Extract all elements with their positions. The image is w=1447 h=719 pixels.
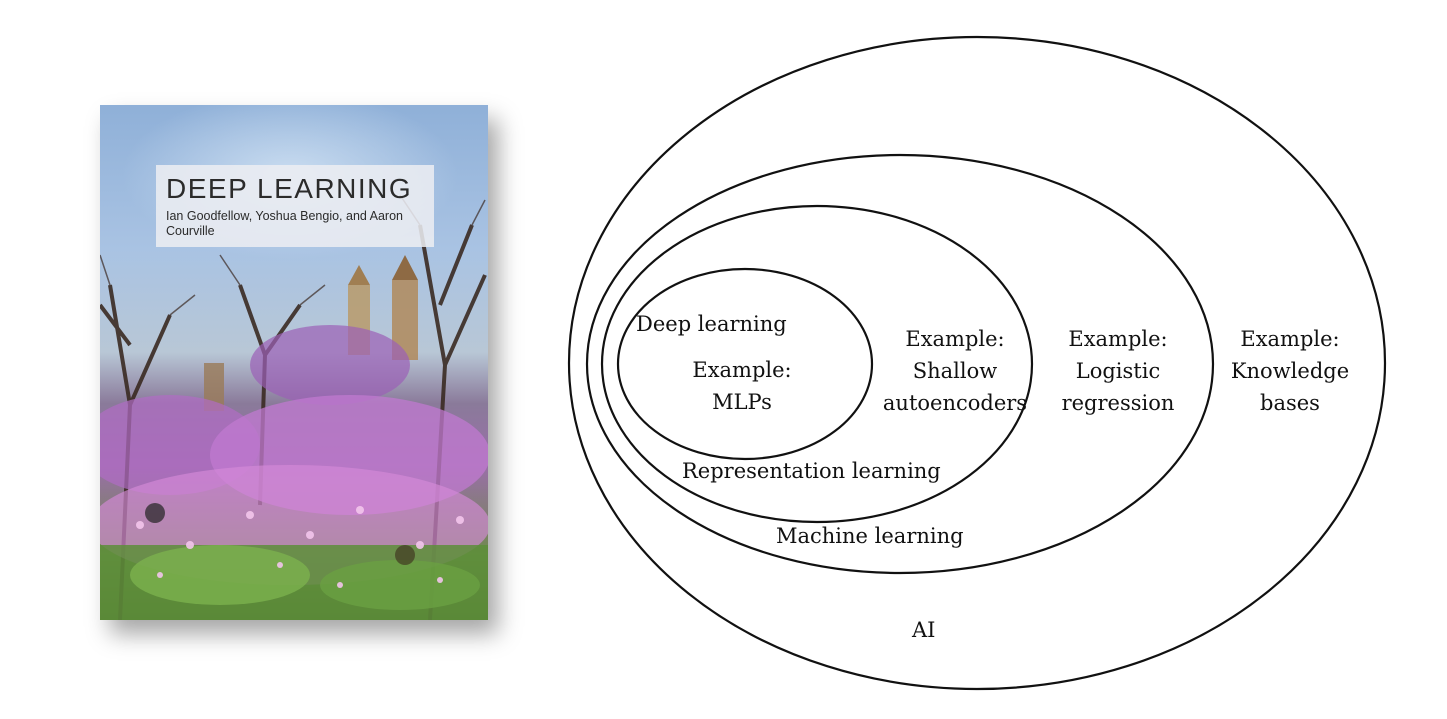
ai-label: AI (912, 618, 936, 642)
ai-example: Example: Knowledge bases (1230, 327, 1350, 415)
representation-learning-label: Representation learning (682, 459, 941, 483)
machine-learning-ellipse (585, 153, 1215, 575)
machine-learning-example: Example: Logistic regression (1061, 327, 1175, 415)
nested-venn-diagram (567, 35, 1387, 691)
deep-learning-label: Deep learning (636, 312, 787, 336)
book-title: DEEP LEARNING (166, 173, 413, 204)
ai-ellipse (567, 35, 1387, 691)
deep-learning-example: Example: MLPs (692, 358, 792, 414)
deep-learning-ellipse (616, 267, 874, 461)
representation-learning-ellipse (600, 204, 1034, 524)
machine-learning-label: Machine learning (776, 524, 964, 548)
book-authors: Ian Goodfellow, Yoshua Bengio, and Aaron… (166, 209, 403, 238)
title-box: DEEP LEARNING Ian Goodfellow, Yoshua Ben… (156, 165, 434, 247)
representation-learning-example: Example: Shallow autoencoders (882, 327, 1028, 415)
book-cover: DEEP LEARNING Ian Goodfellow, Yoshua Ben… (100, 105, 488, 620)
cover-illustration (100, 194, 488, 620)
